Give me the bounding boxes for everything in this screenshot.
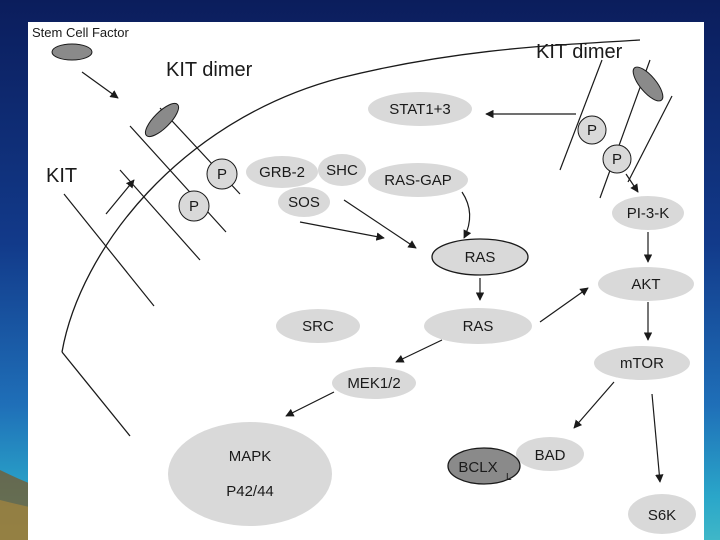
mtor-to-bad-arrow [573, 381, 615, 429]
s6k-label: S6K [648, 507, 676, 524]
bclx-subscript: L [506, 472, 512, 483]
shc-node [318, 154, 366, 186]
phospho-left-2 [178, 190, 210, 222]
kit-label: KIT [46, 165, 77, 187]
ras-to-mek-arrow [395, 339, 443, 363]
p-to-pi3k-arrow [625, 173, 639, 193]
phospho-right-1-label: P [587, 122, 597, 139]
phospho-left-1 [206, 158, 238, 190]
membrane-lower-edge [61, 351, 131, 437]
pi3k-label: PI-3-K [627, 205, 670, 222]
bad-label: BAD [535, 447, 566, 464]
ras-mid-node [424, 308, 532, 344]
kit-arrow [105, 179, 135, 215]
stat-node [368, 92, 472, 126]
phospho-right-2 [602, 144, 632, 174]
kit-dimer-left-ligand [144, 102, 180, 138]
bad-node [516, 437, 584, 471]
src-label: SRC [302, 318, 334, 335]
mapk-label-line1: MAPK [229, 448, 272, 465]
mapk-label-line2: P42/44 [226, 483, 274, 500]
ras-gap-to-ras-arrow [461, 191, 472, 239]
mek-label: MEK1/2 [347, 375, 400, 392]
ras-top-node [431, 238, 529, 276]
cell-membrane [61, 39, 641, 353]
mek-node [332, 367, 416, 399]
mtor-to-s6k-arrow [651, 393, 664, 483]
s6k-node [628, 494, 696, 534]
phospho-left-1-label: P [217, 166, 227, 183]
ligand-arrow [81, 71, 119, 99]
akt-node [598, 267, 694, 301]
phospho-right-2-label: P [612, 151, 622, 168]
bclx-node [447, 447, 521, 485]
bclx-label: BCLX [458, 459, 497, 476]
stem-cell-factor-ligand [51, 43, 93, 61]
mtor-node [594, 346, 690, 380]
grb2-node [246, 156, 318, 188]
grb2-to-ras-arrow [299, 221, 385, 241]
diagram-panel [28, 22, 704, 540]
akt-label: AKT [631, 276, 660, 293]
ras-top-label: RAS [465, 249, 496, 266]
phospho-right-1 [577, 115, 607, 145]
ras-to-akt-arrow [539, 287, 589, 323]
mek-to-mapk-arrow [285, 391, 335, 417]
ras-gap-node [368, 163, 468, 197]
shc-label: SHC [326, 162, 358, 179]
mapk-node [168, 422, 332, 526]
sos-label: SOS [288, 194, 320, 211]
kit-receptor-right-c [627, 95, 673, 183]
kit-receptor-right-a [559, 59, 603, 171]
kit-receptor-outer [63, 193, 155, 307]
stat-label: STAT1+3 [389, 101, 451, 118]
kit-dimer-right-ligand [632, 66, 664, 102]
stem-cell-factor-label: Stem Cell Factor [32, 25, 129, 40]
src-node [276, 309, 360, 343]
phospho-left-2-label: P [189, 198, 199, 215]
kit-dimer-right-label: KIT dimer [536, 41, 623, 63]
sos-node [278, 187, 330, 217]
ras-gap-label: RAS-GAP [384, 172, 452, 189]
sos-to-ras-arrow [343, 199, 417, 249]
kit-receptor-left-a [129, 125, 227, 233]
ras-mid-label: RAS [463, 318, 494, 335]
pi3k-node [612, 196, 684, 230]
kit-dimer-left-label: KIT dimer [166, 59, 253, 81]
mtor-label: mTOR [620, 355, 664, 372]
grb2-label: GRB-2 [259, 164, 305, 181]
